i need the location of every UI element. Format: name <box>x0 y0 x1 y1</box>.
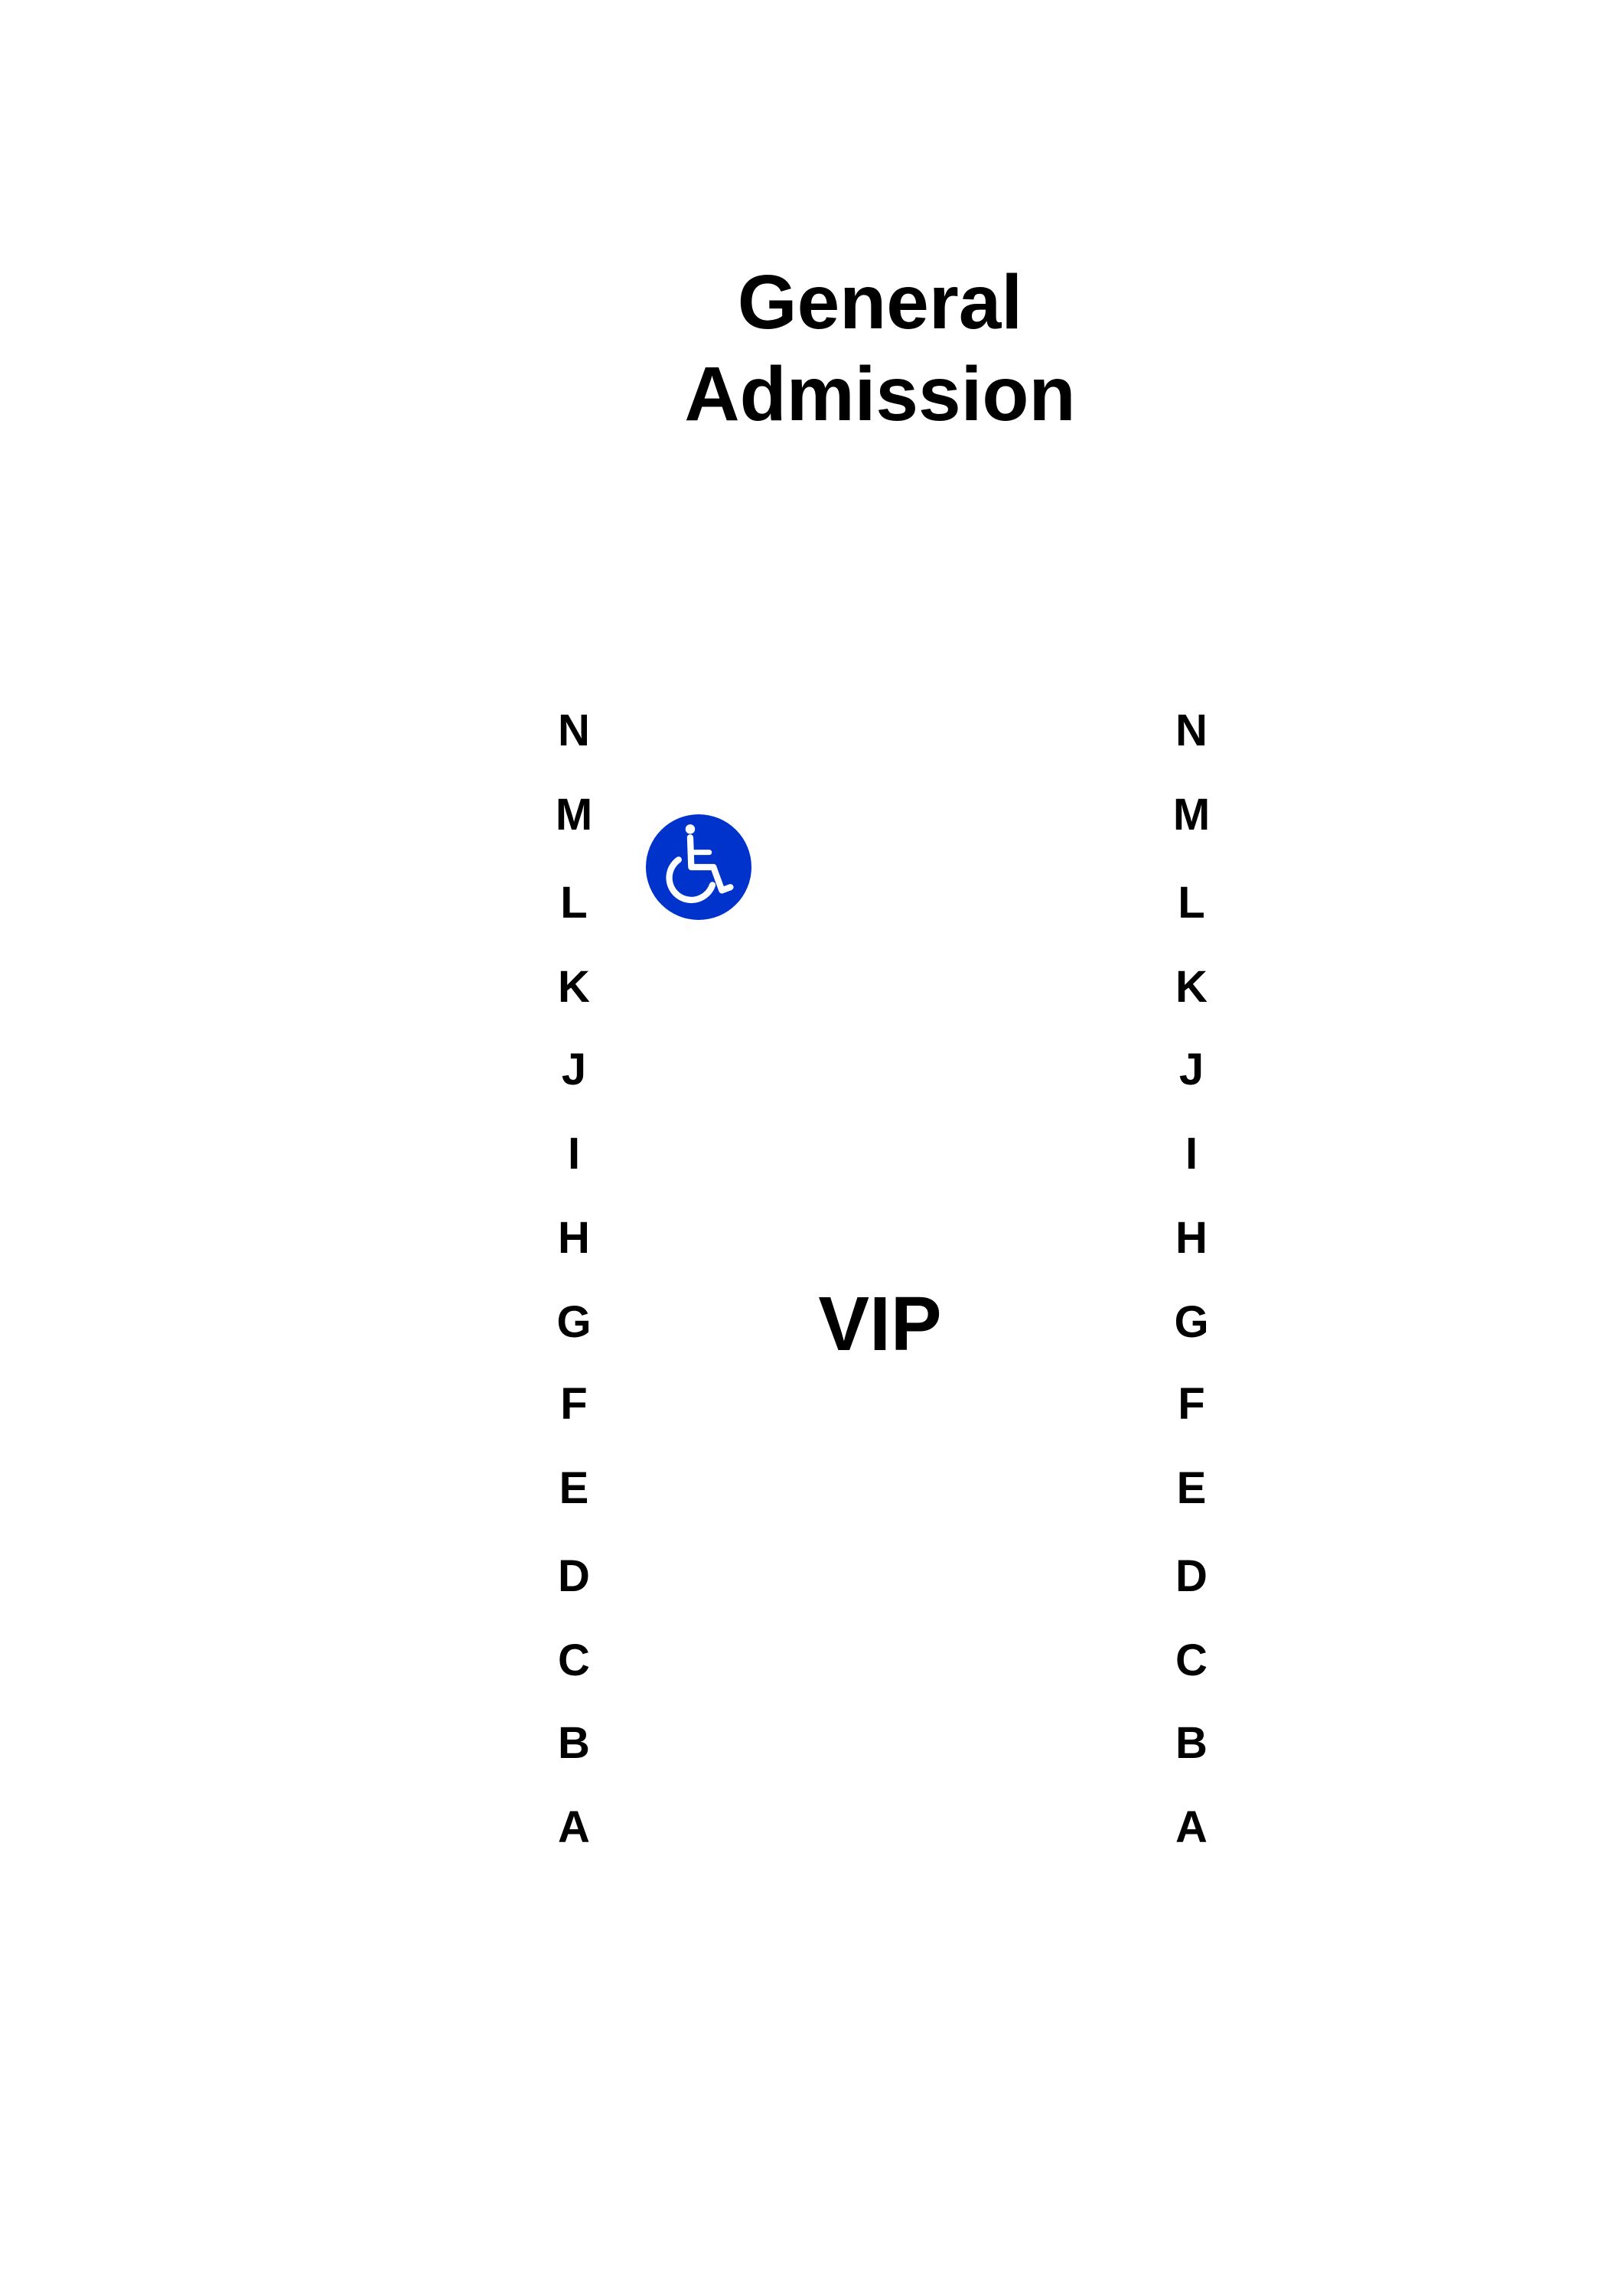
general-admission-line-2: Admission <box>684 351 1076 437</box>
left-row-labels: N M L K J I H G F E D C B A <box>536 0 612 2296</box>
row-label-right-l: L <box>1178 878 1205 928</box>
wheelchair-icon-graphic <box>646 814 751 920</box>
row-label-right-j: J <box>1178 1045 1204 1094</box>
row-label-left-j: J <box>561 1045 587 1094</box>
row-label-right-m: M <box>1172 790 1211 840</box>
row-label-right-k: K <box>1175 962 1208 1012</box>
row-label-right-i: I <box>1185 1129 1198 1179</box>
right-row-labels: N M L K J I H G F E D C B A <box>1153 0 1230 2296</box>
general-admission-line-1: General <box>737 259 1023 345</box>
row-label-right-d: D <box>1175 1551 1208 1601</box>
row-label-right-n: N <box>1175 706 1208 755</box>
row-label-left-c: C <box>558 1636 590 1685</box>
row-label-left-n: N <box>558 706 590 755</box>
row-label-left-g: G <box>556 1297 592 1347</box>
row-label-left-i: I <box>567 1129 581 1179</box>
row-label-left-e: E <box>559 1463 589 1513</box>
row-label-left-m: M <box>555 790 593 840</box>
row-label-left-b: B <box>558 1718 590 1768</box>
row-label-left-k: K <box>558 962 590 1012</box>
row-label-left-l: L <box>560 878 588 928</box>
general-admission-label: General Admission <box>574 256 1186 440</box>
row-label-left-d: D <box>558 1551 590 1601</box>
row-label-right-g: G <box>1174 1297 1209 1347</box>
wheelchair-icon <box>646 814 751 920</box>
row-label-right-b: B <box>1175 1718 1208 1768</box>
row-label-left-h: H <box>558 1213 590 1263</box>
row-label-right-c: C <box>1175 1636 1208 1685</box>
row-label-left-f: F <box>560 1379 588 1429</box>
row-label-right-f: F <box>1178 1379 1205 1429</box>
row-label-right-e: E <box>1176 1463 1207 1513</box>
row-label-right-a: A <box>1175 1802 1208 1852</box>
vip-section-label: VIP <box>818 1281 942 1367</box>
row-label-right-h: H <box>1175 1213 1208 1263</box>
row-label-left-a: A <box>558 1802 590 1852</box>
